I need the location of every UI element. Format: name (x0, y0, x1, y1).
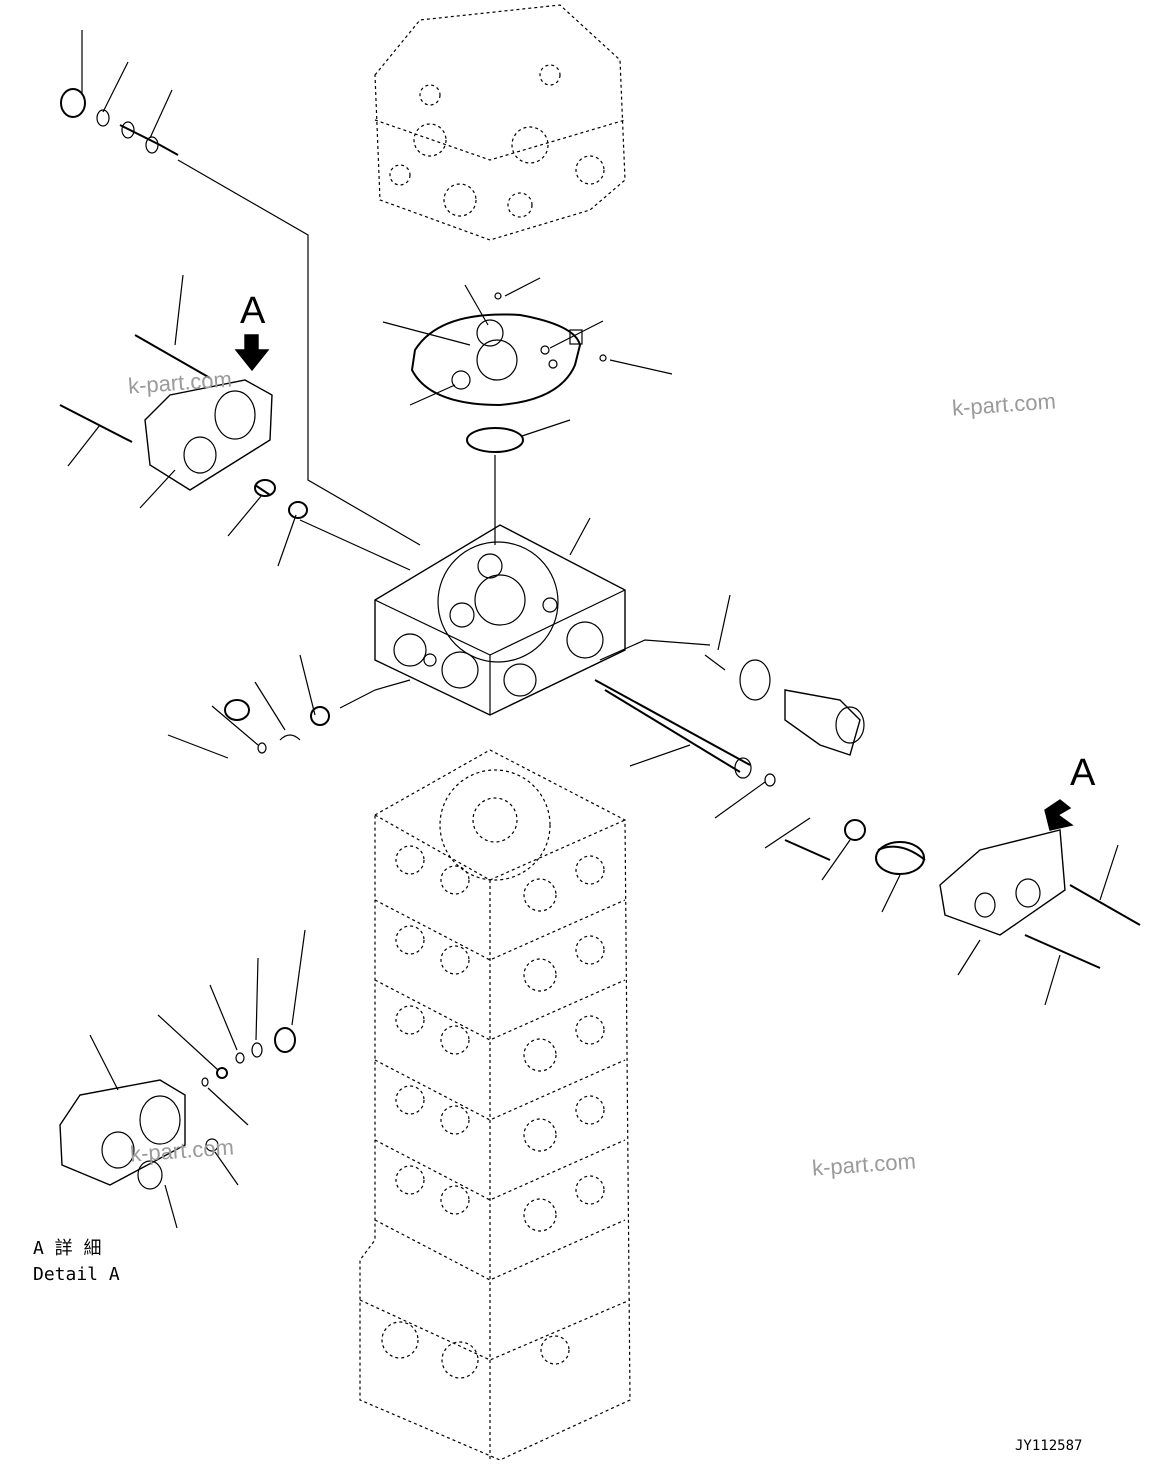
arrow-down-left (234, 334, 270, 372)
left-cover-assembly (59, 334, 308, 519)
valve-section-block (374, 524, 626, 716)
lower-valve-stack-dashed (359, 749, 631, 1461)
detail-a-title-jp: A 詳 細 (33, 1238, 102, 1259)
top-left-plug-parts (60, 88, 179, 156)
upper-valve-block-dashed (374, 4, 626, 241)
detail-a-title-en: Detail A (33, 1264, 120, 1285)
gasket-plate (410, 292, 607, 407)
leader-lines (67, 30, 1119, 1229)
arrow-label-a-right: A (1070, 752, 1096, 794)
detail-a-cover (59, 1027, 296, 1190)
right-cover-assembly (844, 799, 1141, 969)
right-spool-parts (594, 654, 865, 861)
arrow-label-a-left: A (240, 290, 266, 332)
drawing-code: JY112587 (1015, 1438, 1083, 1454)
left-lower-small-parts (224, 699, 330, 754)
o-ring (466, 427, 524, 453)
